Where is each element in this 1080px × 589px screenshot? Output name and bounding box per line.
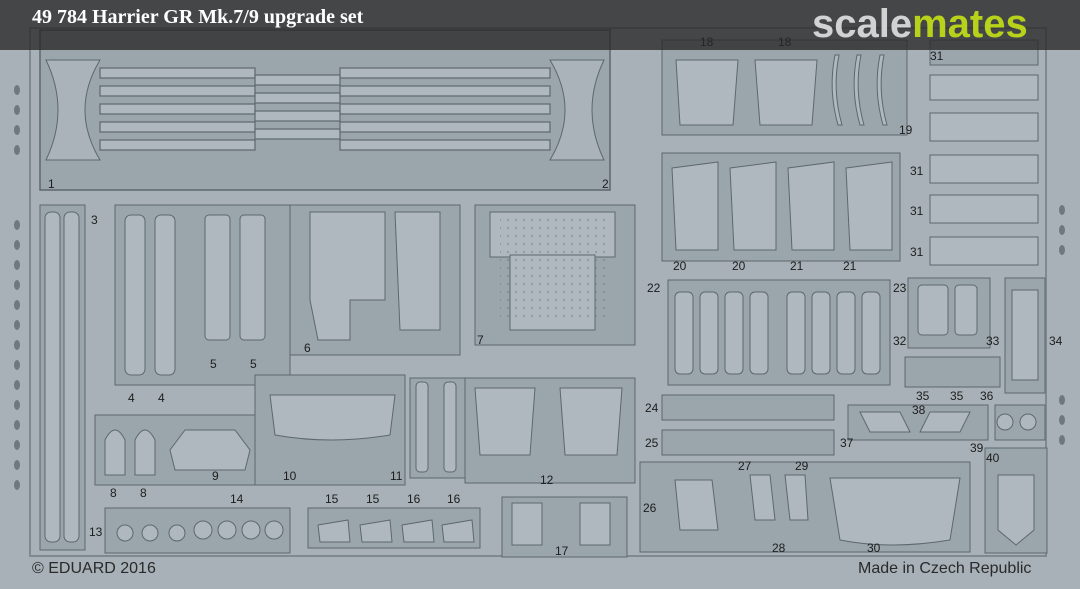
part-number: 31 <box>910 245 924 259</box>
part-number: 20 <box>732 259 746 273</box>
part-number: 6 <box>304 341 311 355</box>
part-number: 1 <box>48 177 55 191</box>
part-number: 10 <box>283 469 297 483</box>
part-number: 16 <box>447 492 461 506</box>
part-number: 30 <box>867 541 881 555</box>
parts-10-11 <box>254 374 466 486</box>
part-22 <box>667 279 891 386</box>
parts-13-14-rings <box>104 507 291 554</box>
right-etch-holes <box>1059 205 1065 445</box>
parts-15-16 <box>307 507 481 549</box>
part-number: 22 <box>647 281 661 295</box>
part-number: 15 <box>366 492 380 506</box>
part-number: 9 <box>212 469 219 483</box>
brand-word-scale: scale <box>812 2 913 46</box>
part-number: 16 <box>407 492 421 506</box>
part-6-panel <box>289 204 461 356</box>
part-number: 2 <box>602 177 609 191</box>
part-number: 39 <box>970 441 984 455</box>
part-number: 27 <box>738 459 752 473</box>
part-17 <box>501 496 628 558</box>
part-number: 31 <box>910 204 924 218</box>
set-title: 49 784 Harrier GR Mk.7/9 upgrade set <box>32 6 364 28</box>
parts-8-9 <box>94 414 271 486</box>
part-number: 26 <box>643 501 657 515</box>
parts-32-36 <box>904 277 1046 394</box>
part-number: 4 <box>158 391 165 405</box>
part-number: 36 <box>980 389 994 403</box>
part-number: 38 <box>912 403 926 417</box>
part-number: 31 <box>930 49 944 63</box>
part-31-rows <box>929 39 1039 266</box>
part-number: 8 <box>140 486 147 500</box>
part-3-strip <box>39 204 86 551</box>
part-number: 24 <box>645 401 659 415</box>
part-number: 21 <box>843 259 857 273</box>
part-number: 31 <box>910 164 924 178</box>
parts-24-25 <box>661 394 835 456</box>
header-overlay <box>0 0 1080 50</box>
part-number: 20 <box>673 259 687 273</box>
part-7-panel <box>474 204 636 346</box>
copyright-text: © EDUARD 2016 <box>32 560 156 577</box>
part-number: 32 <box>893 334 907 348</box>
parts-18-19 <box>661 39 908 136</box>
made-in-text: Made in Czech Republic <box>858 560 1032 577</box>
part-number: 40 <box>986 451 1000 465</box>
scalemates-logo: scalemates <box>812 2 1028 47</box>
brand-word-mates: mates <box>912 2 1028 46</box>
parts-20-21 <box>661 152 901 262</box>
part-number: 37 <box>840 436 854 450</box>
part-number: 7 <box>477 333 484 347</box>
part-number: 19 <box>899 123 913 137</box>
parts-37-40 <box>847 404 1048 554</box>
part-number: 5 <box>210 357 217 371</box>
part-12-panels <box>464 377 636 484</box>
part-number: 15 <box>325 492 339 506</box>
parts-26-30 <box>639 461 971 553</box>
part-number-labels: 1 2 3 4 4 5 5 6 7 8 8 9 10 11 12 13 14 1… <box>48 35 1063 558</box>
part-number: 13 <box>89 525 103 539</box>
part-number: 35 <box>916 389 930 403</box>
part-number: 23 <box>893 281 907 295</box>
part-number: 14 <box>230 492 244 506</box>
part-number: 5 <box>250 357 257 371</box>
part-number: 8 <box>110 486 117 500</box>
part-number: 33 <box>986 334 1000 348</box>
part-1-panel <box>39 29 611 191</box>
part-number: 29 <box>795 459 809 473</box>
part-number: 12 <box>540 473 554 487</box>
part-number: 3 <box>91 213 98 227</box>
part-number: 35 <box>950 389 964 403</box>
part-number: 34 <box>1049 334 1063 348</box>
part-number: 4 <box>128 391 135 405</box>
part-number: 11 <box>390 469 403 483</box>
left-etch-holes <box>14 85 20 490</box>
parts-4-5-frame <box>114 204 291 386</box>
part-number: 25 <box>645 436 659 450</box>
part-number: 17 <box>555 544 569 558</box>
part-number: 28 <box>772 541 786 555</box>
part-number: 21 <box>790 259 804 273</box>
